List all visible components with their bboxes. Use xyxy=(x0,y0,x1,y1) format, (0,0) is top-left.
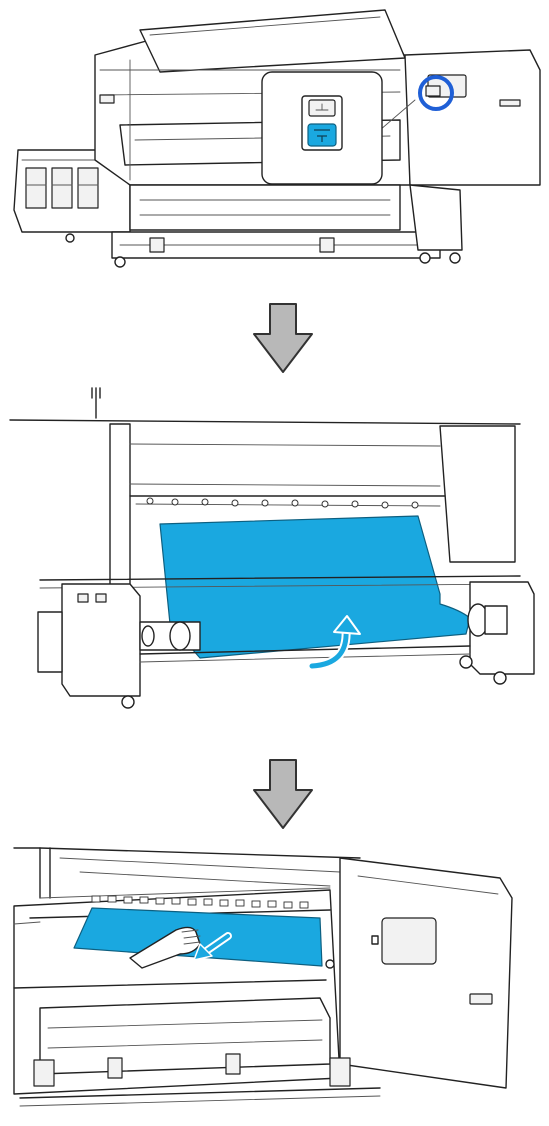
right-take-up-unit xyxy=(459,581,535,685)
step-3-illustration xyxy=(0,838,549,1126)
down-arrow-icon xyxy=(253,759,313,829)
control-panel-callout xyxy=(261,71,416,185)
platen-diagram xyxy=(13,847,513,1107)
step-arrow-1 xyxy=(0,298,549,380)
printer-side-panel xyxy=(339,857,513,1089)
step-1-illustration xyxy=(0,0,549,290)
highlight-circle xyxy=(418,75,454,111)
roll-core xyxy=(139,621,201,651)
down-arrow-icon xyxy=(253,303,313,373)
ink-supply-unit xyxy=(13,149,131,243)
step-arrow-2 xyxy=(0,754,549,836)
curved-arrow-icon xyxy=(307,615,361,671)
upper-button xyxy=(308,99,336,117)
step-2-illustration xyxy=(0,384,549,714)
left-take-up-unit xyxy=(37,583,141,709)
take-up-button xyxy=(307,123,337,147)
pull-arrow-icon xyxy=(193,932,232,961)
printer-front-diagram xyxy=(13,9,541,268)
media-sheet xyxy=(159,515,471,659)
take-up-unit-diagram xyxy=(9,387,535,709)
